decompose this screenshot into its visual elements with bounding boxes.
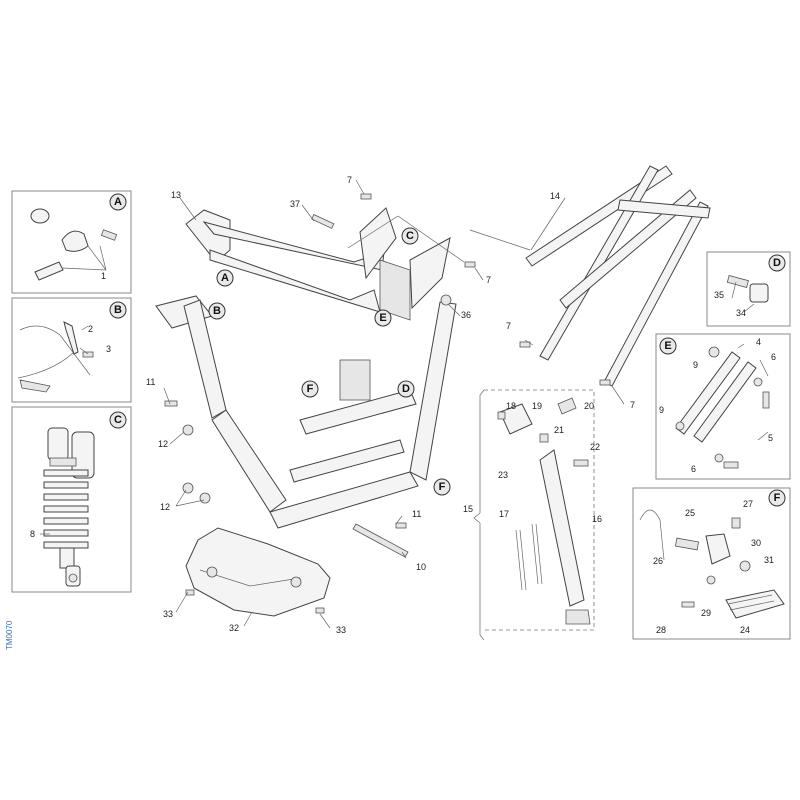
part-24: 24	[740, 625, 750, 635]
callout-e-frame: E	[374, 309, 392, 327]
part-4: 4	[756, 337, 761, 347]
main-frame	[155, 207, 457, 529]
part-33a: 33	[163, 609, 173, 619]
leader-lines	[40, 179, 769, 629]
part-2: 2	[88, 324, 93, 334]
part-10: 10	[416, 562, 426, 572]
part-3: 3	[106, 344, 111, 354]
part-27: 27	[743, 499, 753, 509]
callout-d-inset: D	[768, 254, 786, 272]
inset-panel-d	[706, 251, 791, 327]
part-32: 32	[229, 623, 239, 633]
callout-c-inset: C	[109, 411, 127, 429]
part-26: 26	[653, 556, 663, 566]
part-numbers: 1 2 3 4 5 6 6 7 7 7 7 8 9 9 10 11 11 12 …	[30, 175, 776, 635]
bolts	[164, 193, 611, 614]
part-7d: 7	[630, 400, 635, 410]
shock-absorber	[43, 427, 95, 587]
rear-subframe	[525, 165, 711, 387]
part-6b: 6	[691, 464, 696, 474]
part-28: 28	[656, 625, 666, 635]
bushing-d	[726, 275, 769, 303]
svg-text:E: E	[664, 340, 671, 352]
callout-c-frame: C	[401, 227, 419, 245]
svg-text:A: A	[114, 196, 122, 208]
part-12b: 12	[160, 502, 170, 512]
clamp-fitting-a	[30, 208, 118, 281]
skid-plate	[185, 527, 331, 617]
part-8: 8	[30, 529, 35, 539]
callout-a-frame: A	[216, 269, 234, 287]
part-9b: 9	[659, 405, 664, 415]
callout-f-frame: F	[301, 380, 319, 398]
part-7a: 7	[347, 175, 352, 185]
part-5: 5	[768, 433, 773, 443]
part-29: 29	[701, 608, 711, 618]
svg-text:C: C	[114, 414, 122, 426]
part-9a: 9	[693, 360, 698, 370]
part-11a: 11	[146, 377, 155, 387]
link-rods-e	[675, 346, 770, 469]
part-14: 14	[550, 191, 560, 201]
diagram-code: TM0070	[5, 620, 14, 650]
part-25: 25	[685, 508, 695, 518]
svg-text:F: F	[774, 492, 781, 504]
callout-a-inset: A	[109, 193, 127, 211]
svg-text:F: F	[307, 383, 314, 395]
part-7c: 7	[506, 321, 511, 331]
svg-text:D: D	[402, 383, 410, 395]
part-18: 18	[506, 401, 516, 411]
part-34: 34	[736, 308, 746, 318]
part-15: 15	[463, 504, 473, 514]
svg-text:C: C	[406, 230, 414, 242]
part-35: 35	[714, 290, 724, 300]
svg-text:A: A	[221, 272, 229, 284]
svg-text:B: B	[213, 305, 221, 317]
footpeg-f	[639, 509, 785, 619]
svg-text:D: D	[773, 257, 781, 269]
part-20: 20	[584, 401, 594, 411]
svg-text:B: B	[114, 304, 122, 316]
part-11b: 11	[412, 509, 421, 519]
svg-text:E: E	[379, 312, 386, 324]
part-33b: 33	[336, 625, 346, 635]
callout-d-frame: D	[397, 380, 415, 398]
part-37: 37	[290, 199, 300, 209]
callout-b-inset: B	[109, 301, 127, 319]
svg-text:F: F	[439, 481, 446, 493]
part-31: 31	[764, 555, 774, 565]
callout-f-inset: F	[768, 489, 786, 507]
part-17: 17	[499, 509, 509, 519]
callout-b-frame: B	[208, 302, 226, 320]
part-1: 1	[101, 271, 106, 281]
side-stand-group	[473, 389, 595, 641]
callout-e-inset: E	[659, 337, 677, 355]
part-13: 13	[171, 190, 181, 200]
part-6a: 6	[771, 352, 776, 362]
part-21: 21	[554, 425, 564, 435]
part-16: 16	[592, 514, 602, 524]
part-36: 36	[461, 310, 471, 320]
part-23: 23	[498, 470, 508, 480]
bracket-b	[17, 321, 94, 393]
callout-f-frame-lower: F	[433, 478, 451, 496]
part-22: 22	[590, 442, 600, 452]
part-19: 19	[532, 401, 542, 411]
part-7b: 7	[486, 275, 491, 285]
part-30: 30	[751, 538, 761, 548]
part-12a: 12	[158, 439, 168, 449]
